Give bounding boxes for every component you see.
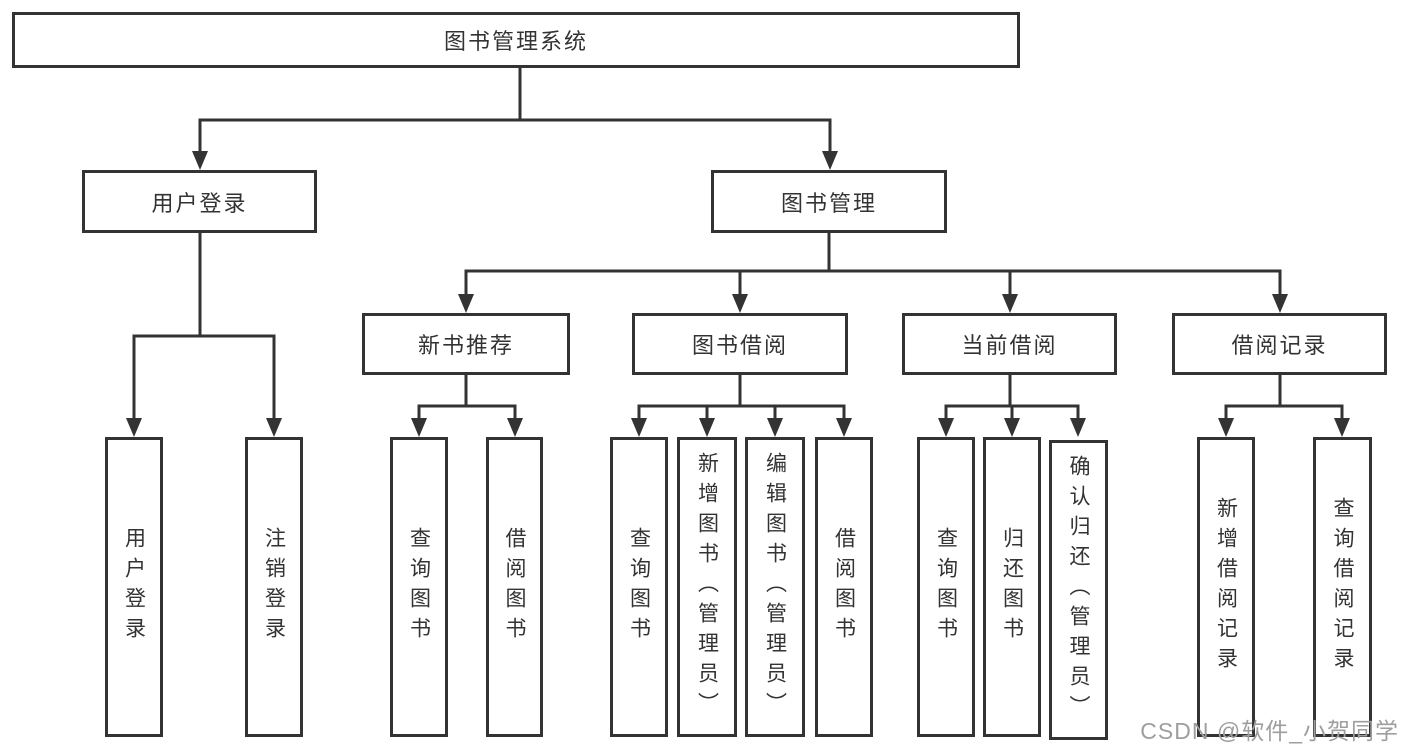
- leaf-query-borrow-record: 查询借阅记录: [1313, 437, 1372, 737]
- node-label: 借阅记录: [1231, 333, 1328, 358]
- leaf-return-book: 归还图书: [983, 437, 1041, 737]
- leaf-logout: 注销登录: [245, 437, 303, 737]
- leaf-query-book-3: 查询图书: [917, 437, 975, 737]
- leaf-confirm-return-admin: 确认归还（管理员）: [1049, 440, 1108, 740]
- node-user-login: 用户登录: [82, 170, 317, 233]
- connector-book-mgmt-groups: [458, 233, 1288, 313]
- connector-user-login-leaves: [126, 233, 282, 437]
- node-root-system: 图书管理系统: [12, 12, 1020, 68]
- connector-current-borrow-leaves: [938, 375, 1086, 437]
- node-label: 当前借阅: [961, 333, 1058, 358]
- node-book-borrow: 图书借阅: [632, 313, 848, 375]
- leaf-label: 新增图书（管理员）: [695, 452, 719, 722]
- leaf-label: 编辑图书（管理员）: [763, 452, 787, 722]
- node-label: 用户登录: [151, 190, 248, 216]
- node-label: 图书管理系统: [443, 29, 588, 54]
- connector-book-borrow-leaves: [631, 375, 852, 437]
- leaf-borrow-book-2: 借阅图书: [815, 437, 873, 737]
- leaf-edit-book-admin: 编辑图书（管理员）: [745, 437, 805, 737]
- leaf-label: 归还图书: [1000, 527, 1024, 647]
- leaf-query-book-2: 查询图书: [610, 437, 668, 737]
- leaf-borrow-book-1: 借阅图书: [486, 437, 543, 737]
- node-label: 图书管理: [780, 190, 877, 216]
- leaf-label: 借阅图书: [503, 527, 526, 647]
- leaf-user-login: 用户登录: [105, 437, 163, 737]
- node-borrow-record: 借阅记录: [1172, 313, 1387, 375]
- node-label: 图书借阅: [691, 333, 788, 358]
- leaf-label: 查询图书: [407, 527, 431, 647]
- connector-borrow-record-leaves: [1218, 375, 1350, 437]
- leaf-label: 查询图书: [627, 527, 651, 647]
- leaf-label: 注销登录: [262, 527, 286, 647]
- leaf-label: 借阅图书: [832, 527, 856, 647]
- connector-new-book-leaves: [411, 375, 523, 437]
- leaf-label: 确认归还（管理员）: [1067, 455, 1090, 725]
- node-book-management: 图书管理: [711, 170, 947, 233]
- node-current-borrow: 当前借阅: [902, 313, 1117, 375]
- connector-root-to-branches: [192, 68, 838, 170]
- leaf-query-book-1: 查询图书: [390, 437, 448, 737]
- node-new-book-recommend: 新书推荐: [362, 313, 570, 375]
- leaf-label: 新增借阅记录: [1214, 497, 1238, 677]
- leaf-label: 用户登录: [122, 527, 146, 647]
- leaf-label: 查询借阅记录: [1331, 497, 1354, 677]
- node-label: 新书推荐: [417, 333, 514, 358]
- leaf-add-borrow-record: 新增借阅记录: [1197, 437, 1255, 737]
- leaf-label: 查询图书: [934, 527, 958, 647]
- leaf-add-book-admin: 新增图书（管理员）: [677, 437, 737, 737]
- csdn-watermark: CSDN @软件_小贺同学: [1140, 718, 1399, 744]
